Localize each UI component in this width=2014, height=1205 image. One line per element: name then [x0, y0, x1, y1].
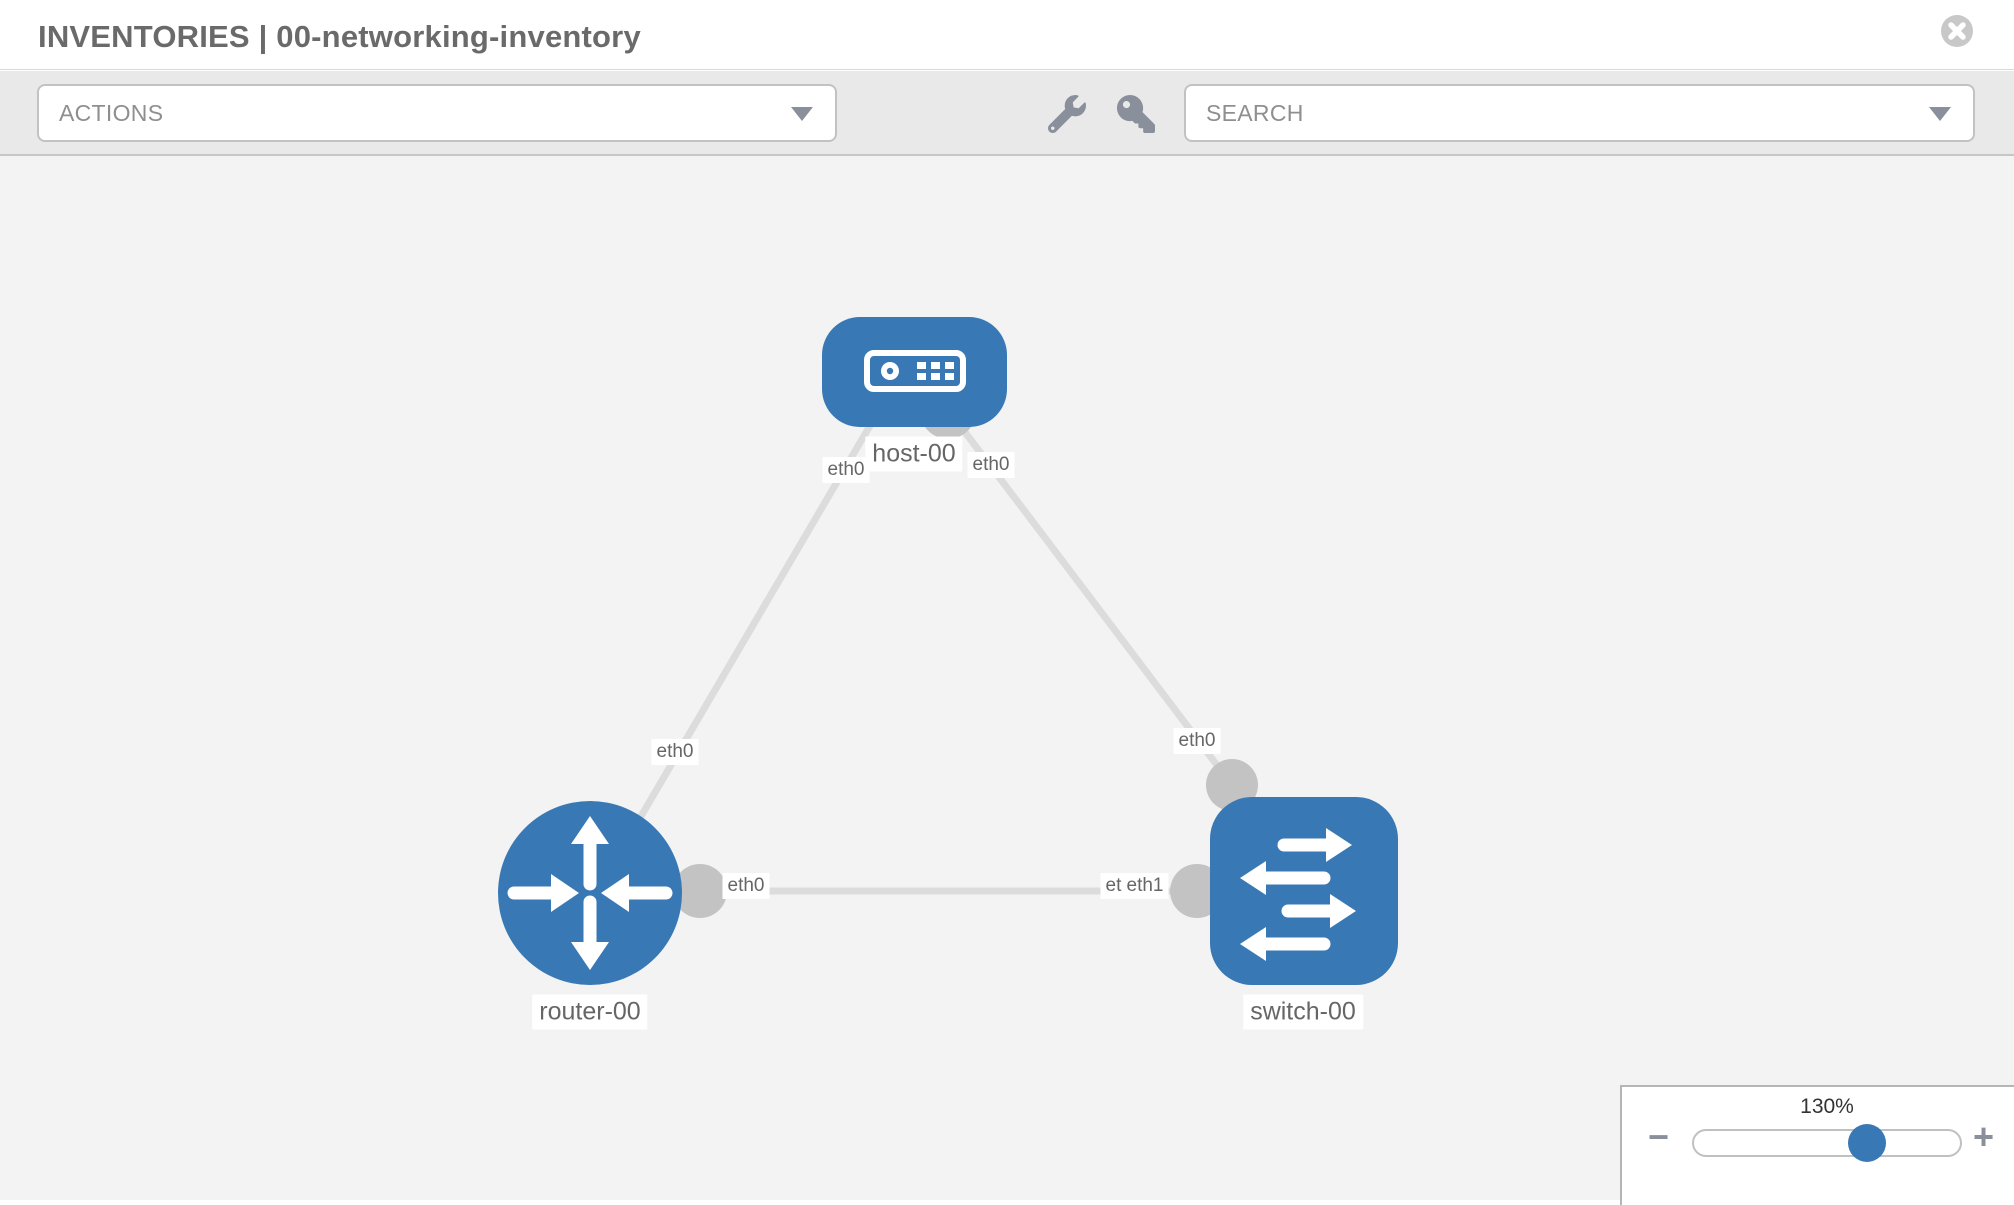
zoom-slider-track[interactable]	[1692, 1124, 1962, 1162]
node-label-host: host-00	[865, 436, 963, 472]
host-icon	[864, 350, 966, 392]
close-button[interactable]	[1940, 14, 1974, 48]
interface-label: eth0	[722, 873, 770, 899]
node-label-switch: switch-00	[1243, 994, 1363, 1030]
actions-dropdown[interactable]: ACTIONS	[37, 84, 837, 142]
node-host[interactable]	[822, 317, 1007, 427]
chevron-down-icon	[791, 107, 813, 121]
page-title: INVENTORIES | 00-networking-inventory	[38, 19, 641, 54]
toolbar: ACTIONS SEARCH	[0, 71, 2014, 156]
header: INVENTORIES | 00-networking-inventory	[0, 0, 2014, 70]
node-router[interactable]	[498, 801, 682, 985]
zoom-in-button[interactable]: +	[1973, 1116, 1995, 1157]
connector-router-right	[673, 864, 727, 918]
search-dropdown-label: SEARCH	[1206, 99, 1304, 126]
node-switch[interactable]	[1210, 797, 1398, 985]
wrench-button[interactable]	[1047, 95, 1086, 134]
link-lines	[636, 410, 1235, 895]
credentials-button[interactable]	[1117, 95, 1155, 133]
interface-connectors	[673, 383, 1258, 918]
zoom-panel: 130% − +	[1620, 1085, 2014, 1205]
key-icon	[1117, 95, 1155, 133]
zoom-out-button[interactable]: −	[1648, 1116, 1670, 1157]
topology-canvas[interactable]: eth0 eth0 eth0 eth0 eth0 eth0 eth1 host-…	[0, 156, 2014, 1205]
search-dropdown[interactable]: SEARCH	[1184, 84, 1975, 142]
interface-label: eth0	[967, 452, 1015, 478]
zoom-level: 130%	[1800, 1095, 1854, 1118]
interface-label: eth0	[651, 739, 699, 765]
node-label-router: router-00	[532, 994, 648, 1030]
interface-label: eth1	[1121, 873, 1169, 899]
interface-label: eth0	[1173, 728, 1221, 754]
chevron-down-icon	[1929, 107, 1951, 121]
wrench-icon	[1047, 95, 1086, 134]
actions-dropdown-label: ACTIONS	[59, 99, 164, 126]
router-icon	[507, 816, 673, 970]
close-icon	[1941, 15, 1973, 47]
interface-label: eth0	[822, 457, 870, 483]
switch-icon	[1240, 828, 1356, 961]
zoom-slider-handle[interactable]	[1848, 1124, 1886, 1162]
